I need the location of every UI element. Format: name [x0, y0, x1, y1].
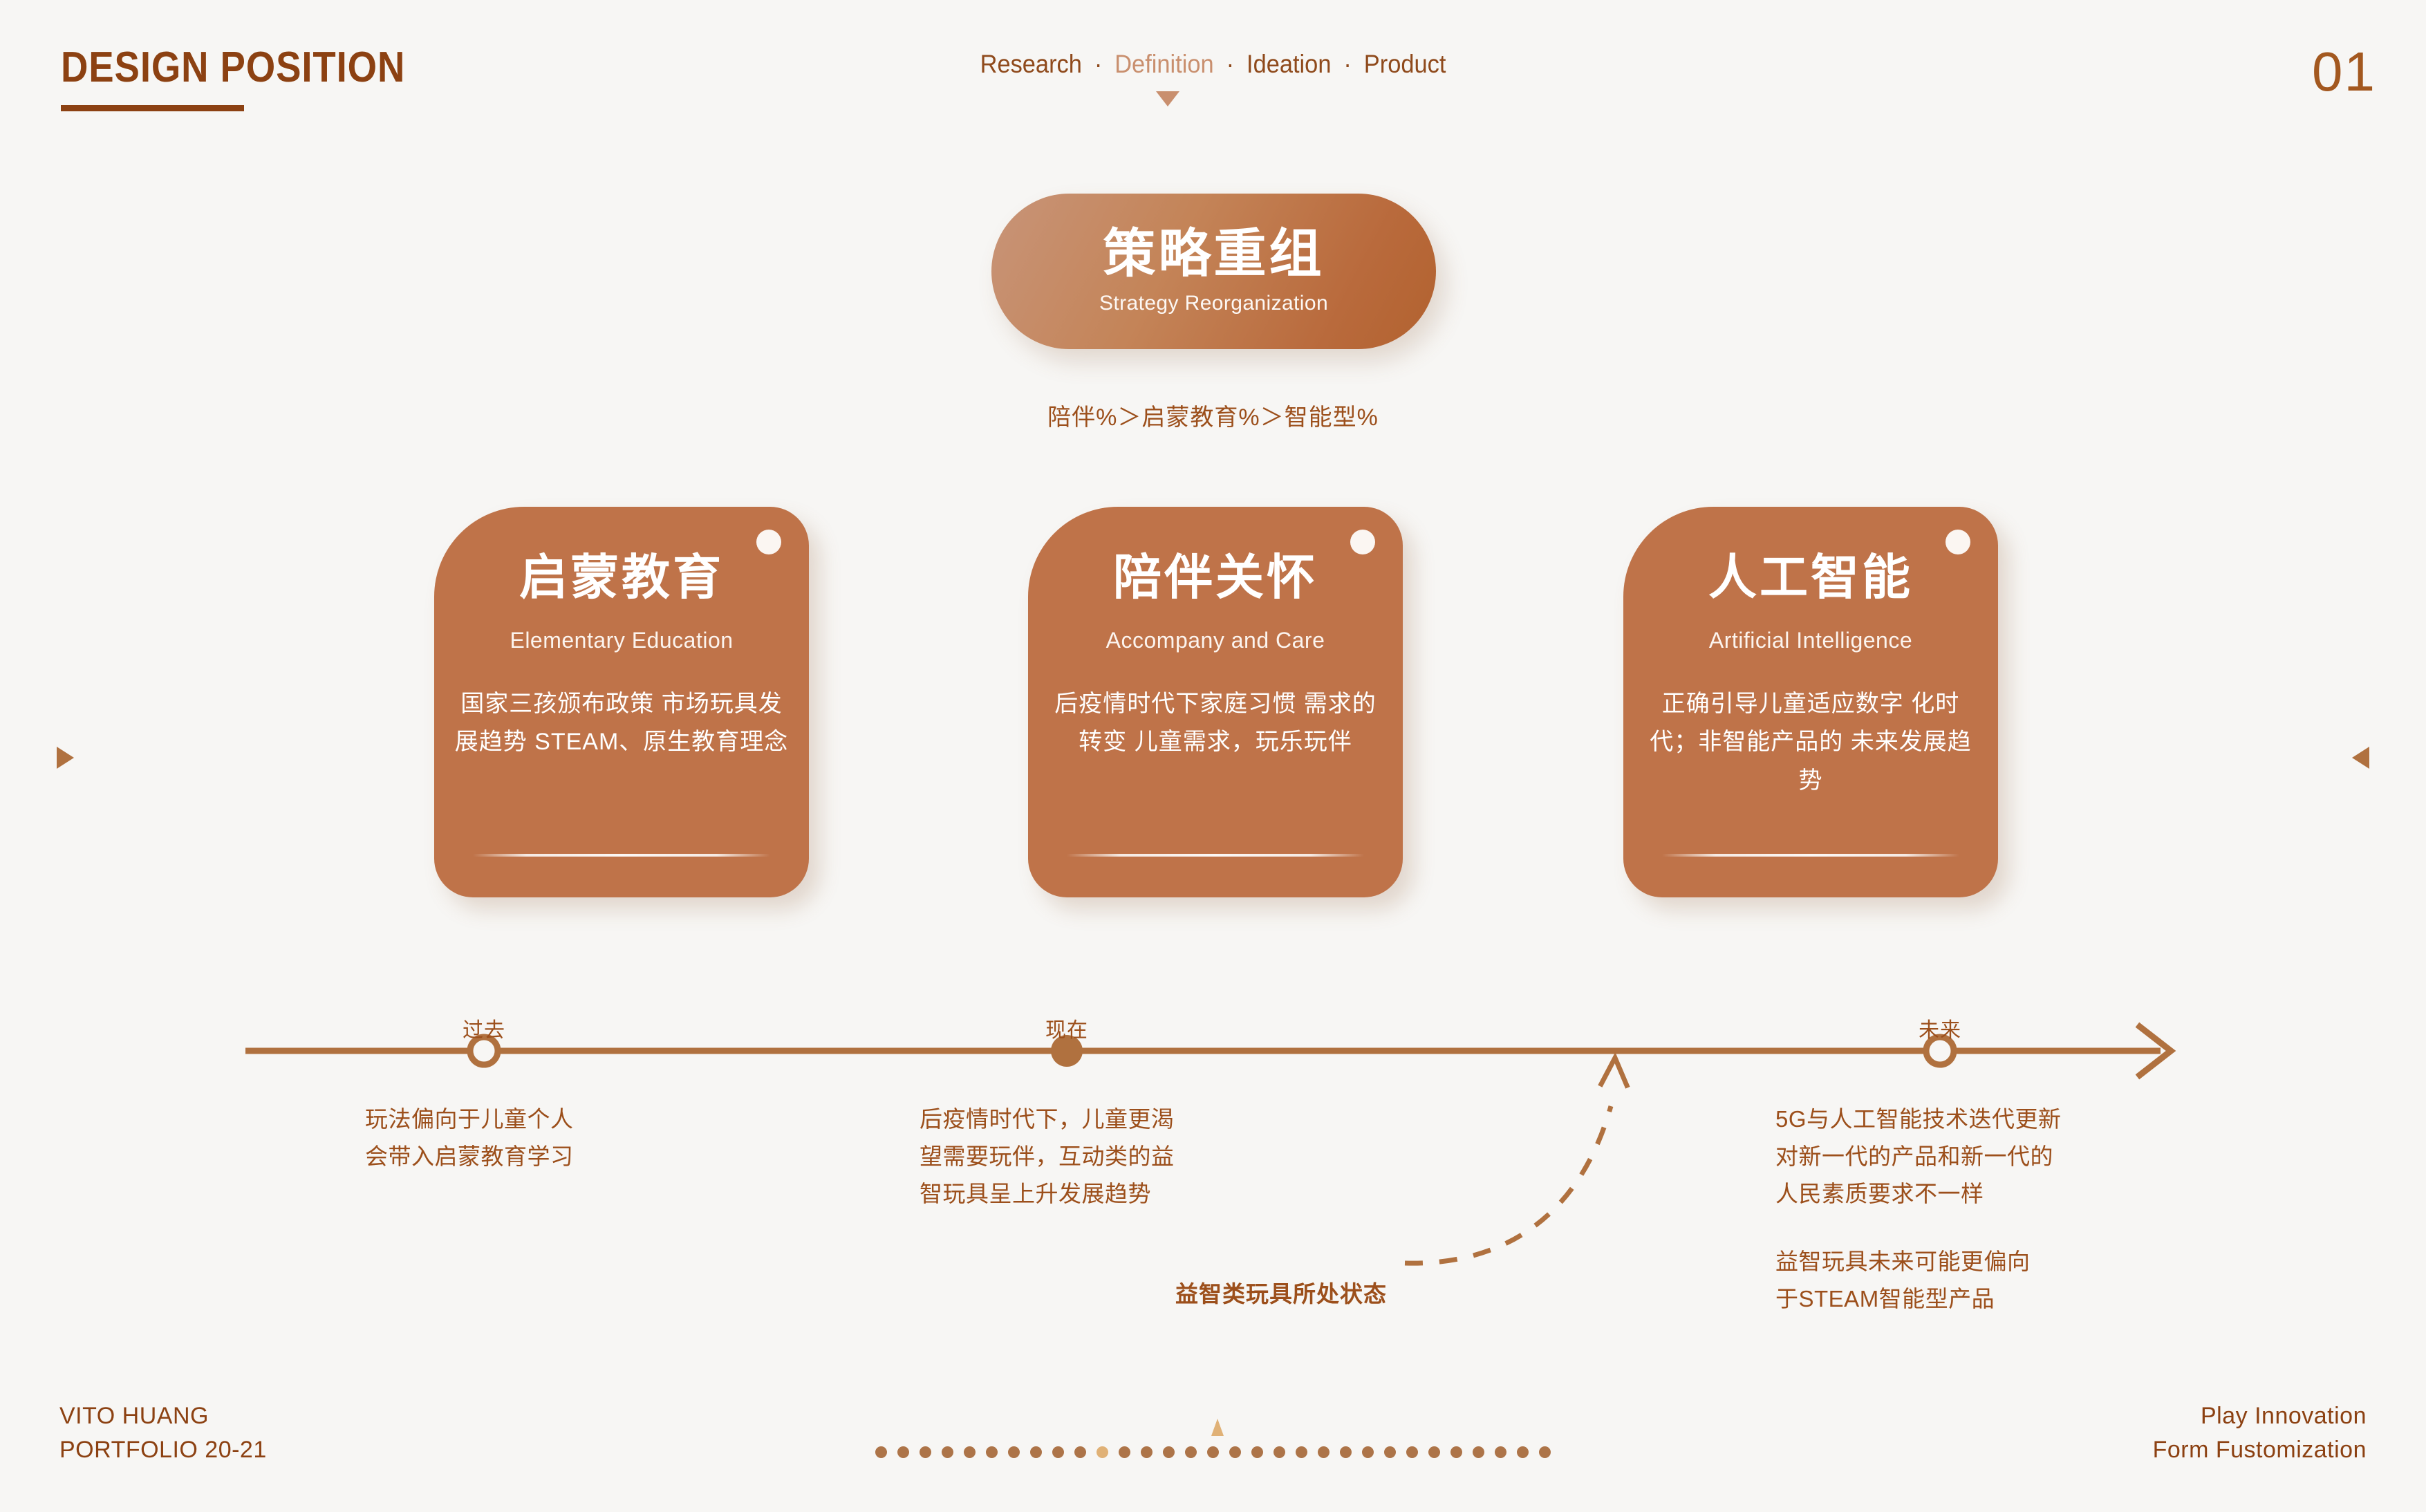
status-pointer-curve — [1404, 1105, 1614, 1266]
strategy-formula: 陪伴%＞启蒙教育%＞智能型% — [1047, 404, 1379, 431]
pagination-dot[interactable] — [897, 1446, 909, 1458]
strategy-title-cn: 策略重组 — [1103, 224, 1325, 283]
card-underline — [473, 854, 770, 857]
pagination-dot[interactable] — [1163, 1446, 1175, 1458]
pagination-dot[interactable] — [1473, 1446, 1484, 1458]
timeline-arrow-icon — [2135, 1022, 2176, 1080]
footer-tagline: Play Innovation Form Fustomization — [2152, 1403, 2367, 1463]
pagination-dots[interactable] — [0, 1446, 2426, 1458]
card-underline — [1662, 854, 1959, 857]
card-dot-icon — [756, 530, 781, 554]
pagination-dot[interactable] — [1428, 1446, 1440, 1458]
pagination-dot[interactable] — [1495, 1446, 1506, 1458]
page-number: 01 — [2312, 41, 2376, 102]
pagination-dot[interactable] — [1030, 1446, 1042, 1458]
pagination-dot[interactable] — [1207, 1446, 1219, 1458]
pagination-dot[interactable] — [1296, 1446, 1307, 1458]
breadcrumb: Research · Definition · Ideation · Produ… — [85, 50, 2341, 79]
pagination-dot[interactable] — [1074, 1446, 1086, 1458]
timeline-marker-past — [467, 1034, 501, 1068]
pagination-dot[interactable] — [1273, 1446, 1285, 1458]
timeline-marker-present — [1051, 1035, 1083, 1067]
triangle-up-icon — [1211, 1419, 1224, 1436]
pagination-dot[interactable] — [1539, 1446, 1551, 1458]
card-dot-icon — [1946, 530, 1970, 554]
triangle-down-icon — [1156, 91, 1179, 106]
timeline-label-future: 未来 — [1919, 1019, 1961, 1042]
pagination-dot[interactable] — [875, 1446, 887, 1458]
pagination-dot[interactable] — [1141, 1446, 1153, 1458]
card-title-cn: 陪伴关怀 — [1113, 550, 1318, 604]
timeline-text-future: 5G与人工智能技术迭代更新 对新一代的产品和新一代的 人民素质要求不一样 — [1775, 1106, 2062, 1207]
pagination-dot[interactable] — [1229, 1446, 1241, 1458]
card-title-en: Elementary Education — [510, 628, 734, 653]
card-body: 国家三孩颁布政策 市场玩具发展趋势 STEAM、原生教育理念 — [454, 691, 789, 756]
timeline-text-past: 玩法偏向于儿童个人 会带入启蒙教育学习 — [365, 1106, 574, 1170]
timeline-text-present: 后疫情时代下，儿童更渴 望需要玩伴，互动类的益 智玩具呈上升发展趋势 — [920, 1106, 1175, 1207]
card-title-cn: 启蒙教育 — [519, 550, 724, 604]
pagination-dot[interactable] — [942, 1446, 953, 1458]
pillar-card-artificial-intelligence: 人工智能 Artificial Intelligence 正确引导儿童适应数字 … — [1623, 507, 1998, 897]
timeline-text-future-secondary: 益智玩具未来可能更偏向 于STEAM智能型产品 — [1775, 1249, 2031, 1312]
footer-author: VITO HUANG PORTFOLIO 20-21 — [59, 1403, 267, 1463]
card-underline — [1067, 854, 1364, 857]
pagination-dot[interactable] — [986, 1446, 998, 1458]
card-body: 正确引导儿童适应数字 化时代；非智能产品的 未来发展趋势 — [1650, 691, 1972, 794]
breadcrumb-separator: · — [1226, 50, 1235, 78]
strategy-pill: 策略重组 Strategy Reorganization — [991, 194, 1436, 349]
pagination-dot[interactable] — [1119, 1446, 1130, 1458]
pagination-dot[interactable] — [1008, 1446, 1020, 1458]
breadcrumb-item-definition[interactable]: Definition — [1114, 50, 1214, 78]
breadcrumb-separator: · — [1094, 50, 1103, 78]
pagination-dot[interactable] — [1185, 1446, 1197, 1458]
timeline-label-past: 过去 — [463, 1019, 505, 1042]
pagination-dot[interactable] — [964, 1446, 976, 1458]
pagination-dot[interactable] — [1318, 1446, 1329, 1458]
breadcrumb-item-ideation[interactable]: Ideation — [1247, 50, 1332, 78]
status-pointer-arrow-icon — [1598, 1052, 1630, 1089]
card-title-en: Accompany and Care — [1105, 628, 1325, 653]
card-body: 后疫情时代下家庭习惯 需求的转变 儿童需求，玩乐玩伴 — [1054, 691, 1377, 756]
pagination-dot[interactable] — [1251, 1446, 1263, 1458]
pagination-dot[interactable] — [1362, 1446, 1374, 1458]
status-pointer-label: 益智类玩具所处状态 — [1175, 1281, 1387, 1307]
pagination-dot-active[interactable] — [1097, 1446, 1108, 1458]
pagination-dot[interactable] — [1052, 1446, 1064, 1458]
pagination-dot[interactable] — [1450, 1446, 1462, 1458]
pagination-dot[interactable] — [920, 1446, 931, 1458]
card-title-en: Artificial Intelligence — [1708, 628, 1913, 653]
breadcrumb-item-product[interactable]: Product — [1363, 50, 1446, 78]
breadcrumb-item-research[interactable]: Research — [980, 50, 1082, 78]
pagination-dot[interactable] — [1384, 1446, 1396, 1458]
pagination-dot[interactable] — [1517, 1446, 1529, 1458]
pillar-card-elementary-education: 启蒙教育 Elementary Education 国家三孩颁布政策 市场玩具发… — [434, 507, 809, 897]
pagination-dot[interactable] — [1340, 1446, 1352, 1458]
page-title-underline — [61, 105, 244, 111]
breadcrumb-separator: · — [1343, 50, 1352, 78]
timeline-label-present: 现在 — [1045, 1019, 1088, 1042]
triangle-left-icon[interactable] — [2352, 747, 2369, 769]
triangle-right-icon[interactable] — [57, 747, 74, 769]
timeline-marker-future — [1923, 1034, 1957, 1068]
strategy-title-en: Strategy Reorganization — [1099, 291, 1329, 315]
timeline-graphic — [245, 1022, 2176, 1266]
pagination-dot[interactable] — [1406, 1446, 1418, 1458]
card-dot-icon — [1350, 530, 1375, 554]
card-title-cn: 人工智能 — [1708, 550, 1913, 604]
pillar-card-accompany-and-care: 陪伴关怀 Accompany and Care 后疫情时代下家庭习惯 需求的转变… — [1028, 507, 1403, 897]
page-title: DESIGN POSITION — [61, 44, 406, 91]
